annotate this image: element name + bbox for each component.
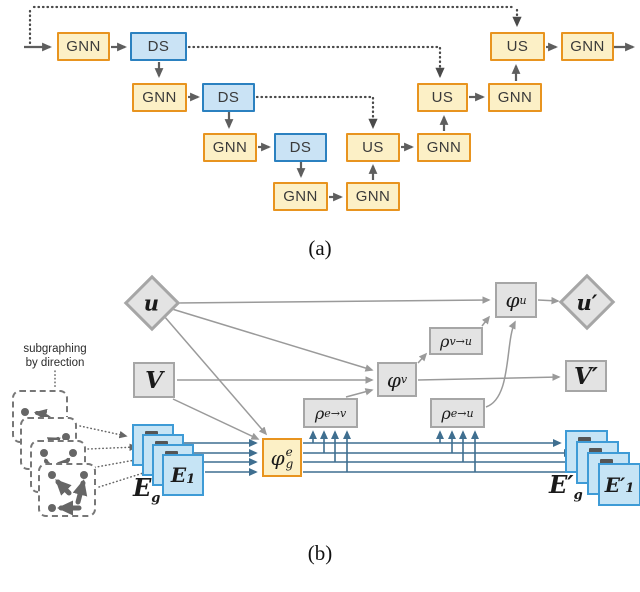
- edge-out-group-label: E′g: [549, 470, 583, 503]
- solid-arrows: [24, 42, 635, 202]
- caption-a: (a): [308, 236, 332, 260]
- edge-set-group-label: Eg: [133, 473, 161, 506]
- gnn-box-dec3: GNN: [417, 133, 471, 162]
- hidden-label-mark: [600, 459, 613, 464]
- us-box-3: US: [346, 133, 400, 162]
- hidden-label-mark: [145, 431, 158, 436]
- gnn-box-enc3: GNN: [203, 133, 257, 162]
- gnn-box-dec2: GNN: [488, 83, 542, 112]
- figure-a-unet-diagram: GNN DS GNN DS GNN DS GNN GNN US GNN US G…: [0, 0, 640, 228]
- ds-box-2: DS: [202, 83, 255, 112]
- figure-b-graph-network-block: subgraphing by direction: [0, 270, 640, 522]
- ds-box-3: DS: [274, 133, 327, 162]
- annotation-line1: subgraphing: [23, 343, 87, 355]
- subgraphing-annotation: subgraphing by direction: [8, 343, 102, 370]
- edge-out-front-label: E′1: [604, 472, 635, 497]
- subgraph-glyph-4: [48, 471, 88, 516]
- gnn-box-bottom1: GNN: [273, 182, 328, 211]
- subgraph-card-4: [38, 463, 96, 517]
- hidden-label-mark: [165, 451, 178, 456]
- hidden-label-mark: [589, 448, 602, 453]
- hidden-label-mark: [578, 437, 591, 442]
- vertex-output-node: V′: [565, 360, 607, 392]
- hidden-label-mark: [155, 441, 168, 446]
- vertex-input-node: V: [133, 362, 175, 398]
- annotation-line2: by direction: [25, 356, 85, 369]
- us-box-1: US: [490, 32, 545, 61]
- blue-edge-set-edges: [175, 430, 595, 476]
- gnn-box-bottom2: GNN: [346, 182, 400, 211]
- gnn-box-enc1: GNN: [57, 32, 110, 61]
- us-box-2: US: [417, 83, 468, 112]
- edge-out-square-front: E′1: [598, 463, 640, 506]
- gnn-box-enc2: GNN: [132, 83, 187, 112]
- gray-function-edges: [163, 296, 561, 440]
- figure-b-connectors: [54, 296, 595, 488]
- gnn-box-dec1: GNN: [561, 32, 614, 61]
- dotted-skip-connections: [28, 5, 522, 130]
- ds-box-1: DS: [130, 32, 187, 61]
- dotted-subgraph-edges: [54, 370, 158, 488]
- caption-b: (b): [307, 541, 333, 565]
- figure-a-connectors: [24, 5, 635, 202]
